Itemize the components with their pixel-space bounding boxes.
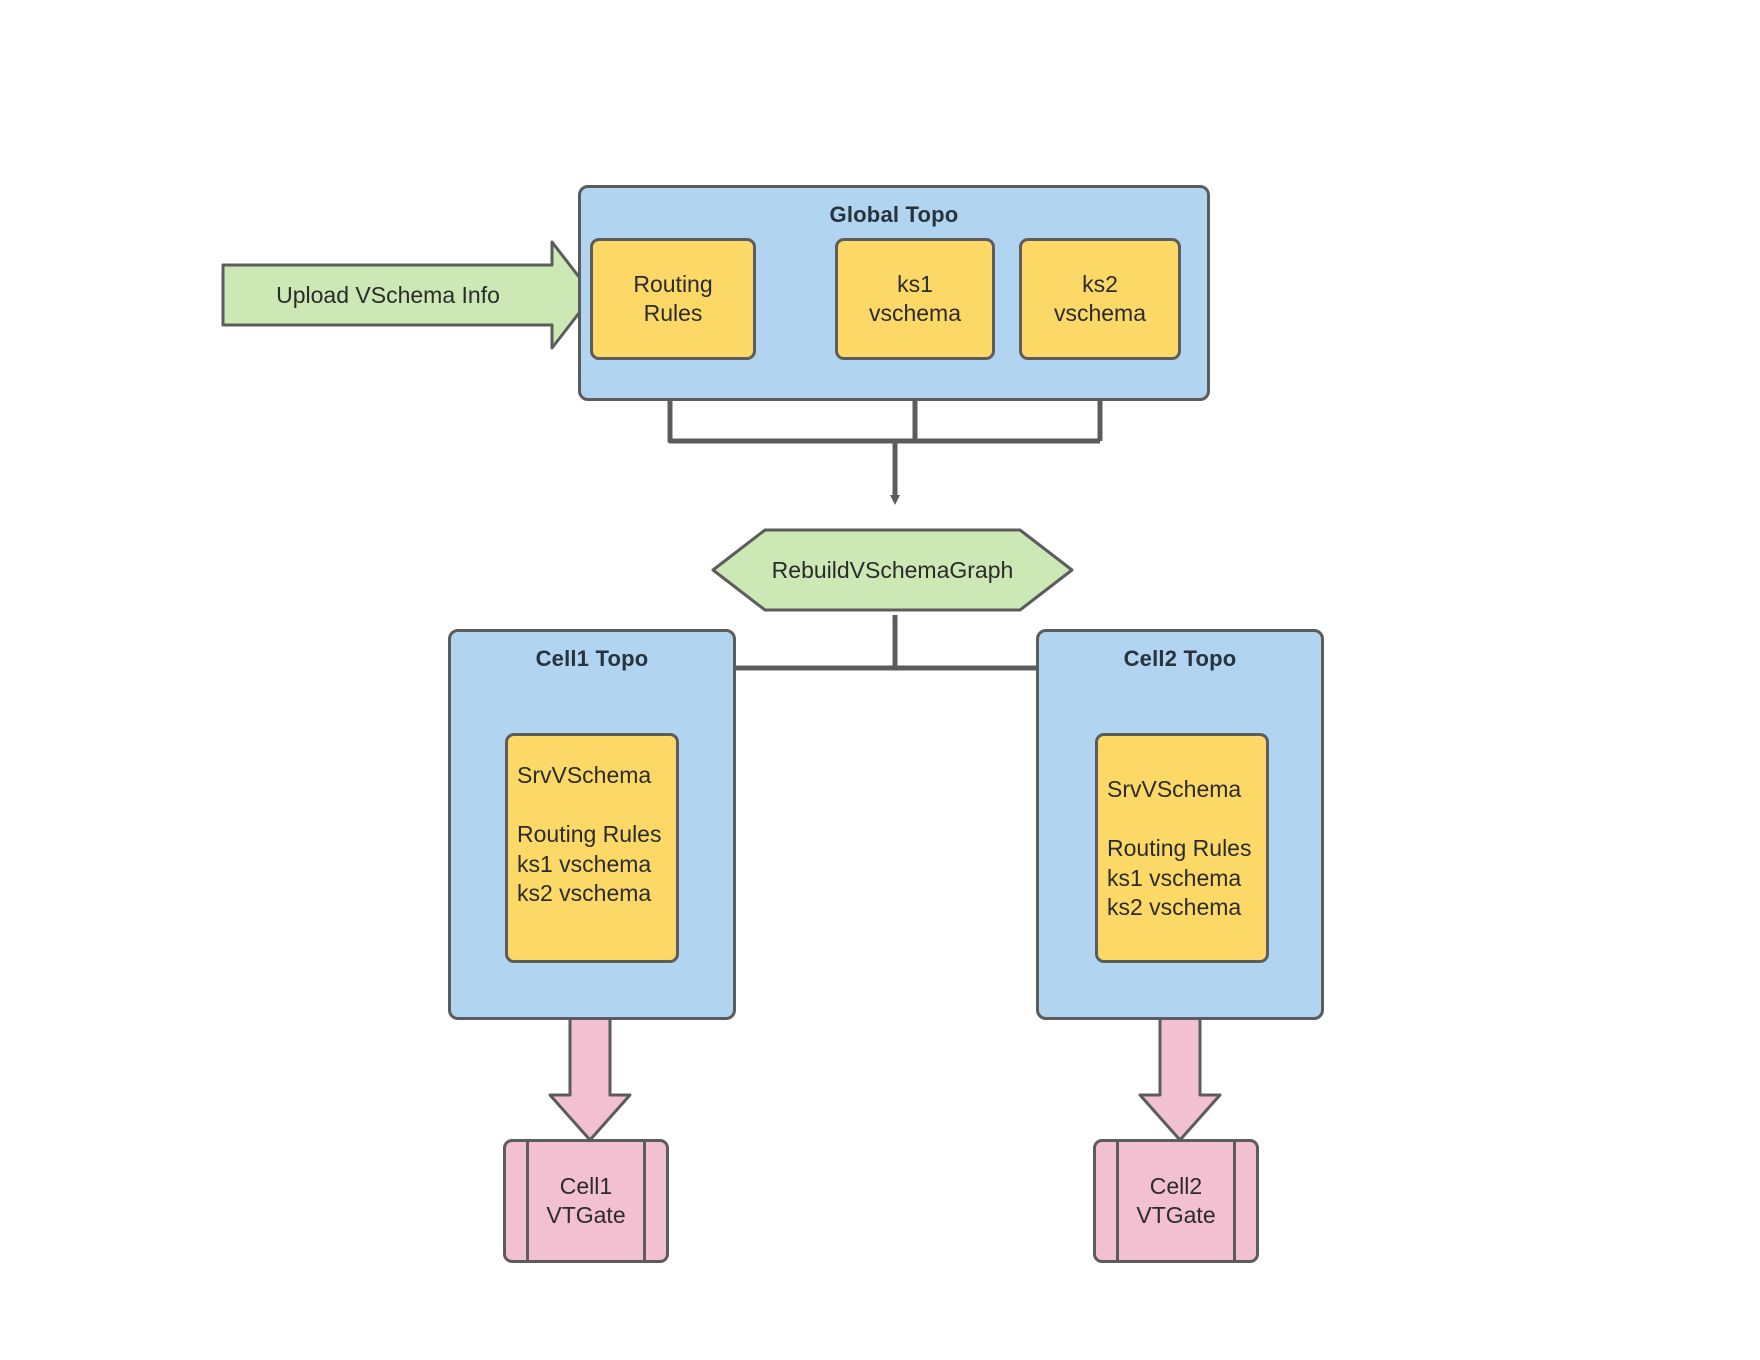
module-left-bar [1116, 1139, 1119, 1263]
cell2-vtgate-label: Cell2 VTGate [1136, 1172, 1216, 1228]
global-box-ks1-vschema[interactable]: ks1 vschema [835, 238, 995, 360]
cell1-srv-item-ks2-vschema: ks2 vschema [517, 880, 652, 907]
global-topo-title: Global Topo [829, 202, 959, 227]
cell1-srvvschema-heading: SrvVSchema [517, 762, 652, 788]
global-box-ks2-vschema[interactable]: ks2 vschema [1019, 238, 1181, 360]
cell1-vtgate-label: Cell1 VTGate [546, 1172, 626, 1228]
cell2-srv-item-ks2-vschema: ks2 vschema [1107, 894, 1242, 921]
cell1-srv-item-routing-rules: Routing Rules [517, 821, 662, 848]
module-right-bar [643, 1139, 646, 1263]
upload-vschema-label: Upload VSchema Info [276, 281, 500, 308]
cell2-topo-title: Cell2 Topo [1123, 646, 1237, 671]
module-left-bar [526, 1139, 529, 1263]
upload-vschema-arrow-shape [221, 240, 595, 350]
cell2-srvvschema-heading: SrvVSchema [1107, 776, 1242, 802]
rebuild-vschema-graph-shape [711, 528, 1074, 612]
cell2-srv-item-ks1-vschema: ks1 vschema [1107, 864, 1242, 891]
cell1-srv-item-ks1-vschema: ks1 vschema [517, 850, 652, 877]
cell1-srvvschema-box[interactable]: SrvVSchema Routing Rules ks1 vschema ks2… [505, 733, 679, 963]
cell1-topo-title: Cell1 Topo [535, 646, 649, 671]
rebuild-vschema-graph-label: RebuildVSchemaGraph [771, 556, 1014, 583]
module-right-bar [1233, 1139, 1236, 1263]
cell2-srv-item-routing-rules: Routing Rules [1107, 835, 1252, 862]
global-box-routing-rules[interactable]: Routing Rules [590, 238, 756, 360]
cell2-srvvschema-box[interactable]: SrvVSchema Routing Rules ks1 vschema ks2… [1095, 733, 1269, 963]
cell2-vtgate-node[interactable]: Cell2 VTGate [1093, 1139, 1259, 1263]
cell1-vtgate-node[interactable]: Cell1 VTGate [503, 1139, 669, 1263]
